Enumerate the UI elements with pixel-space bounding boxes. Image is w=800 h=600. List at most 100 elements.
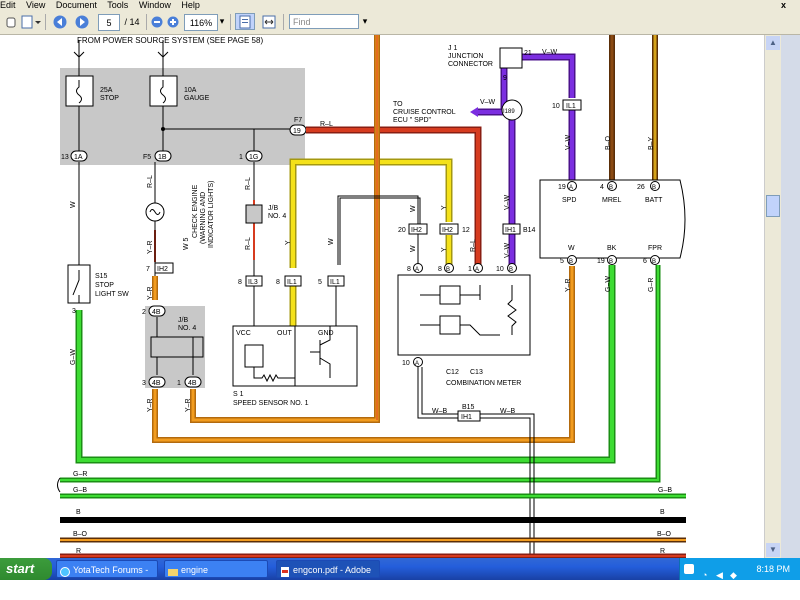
hand-tool-icon[interactable] [4,13,18,30]
page-number-input[interactable]: 5 [98,14,120,31]
connector-ih1-b15: IH1 [461,414,472,421]
ecu-batt: BATT [645,197,663,204]
wire-label-rl-il3: R–L [245,237,252,250]
scroll-down-icon[interactable]: ▼ [766,543,780,557]
pin-9: 9 [503,75,507,82]
wire-label-vw-2: V–W [480,99,496,106]
pin-10-meter: 10 [496,266,504,273]
wire-label-yr-bottom1: Y–R [147,398,154,412]
ecu-w: W [568,245,575,252]
volume-icon[interactable]: ◀ [716,570,723,580]
antivirus-icon[interactable]: ◆ [730,570,737,580]
select-tool-icon[interactable] [20,13,42,30]
power-source-note: FROM POWER SOURCE SYSTEM (SEE PAGE 58) [77,36,263,45]
pin-19-bottom: 19 [597,258,605,265]
fuse1-rating: 25A [100,87,113,94]
pin-1b: 1B [158,154,167,161]
svg-text:B: B [509,267,513,273]
task-engine-label: engine [181,565,209,575]
connector-f7-pin: 19 [293,128,301,135]
pin-10-top: 10 [552,103,560,110]
pin-8-il1: 8 [276,279,280,286]
menu-document[interactable]: Document [55,0,97,10]
find-input[interactable]: Find [289,14,359,29]
lamp-w5-id: W 5 [183,237,190,250]
svg-text:B: B [652,259,656,265]
fuse-block-area [60,68,305,165]
scroll-up-icon[interactable]: ▲ [766,36,780,50]
task-engine[interactable]: engine [164,560,268,578]
pin-6: 6 [643,258,647,265]
folder-icon [168,565,178,576]
find-dropdown-icon[interactable]: ▾ [362,16,368,26]
wire-label-yr-bottom2: Y–R [185,398,192,412]
task-engcon-pdf[interactable]: engcon.pdf - Adobe ... [276,560,380,593]
connector-ih2-b: IH2 [442,227,453,234]
vertical-scrollbar[interactable]: ▲ ▼ [764,35,781,558]
network-icon[interactable]: ◔ [702,570,708,580]
wire-label-w-meter: W [410,245,417,252]
clock[interactable]: 8:18 PM [756,564,790,574]
pin-3-switch: 3 [72,308,76,315]
menu-view[interactable]: View [26,0,46,10]
next-page-icon[interactable] [74,13,90,30]
pin-19-top: 19 [558,184,566,191]
menu-edit[interactable]: Edit [0,0,16,10]
fit-width-icon[interactable] [259,13,279,30]
label-c12: C12 [446,369,459,376]
ecu-pin-a: A [569,185,573,191]
wire-label-w-ih2: W [410,205,417,212]
lamp-w5-text: CHECK ENGINE [192,184,199,238]
wire-label-rl-meter: R–L [470,239,477,252]
menu-tools[interactable]: Tools [107,0,129,10]
task-yotatech[interactable]: YotaTech Forums - S... [56,560,158,593]
ecu-mrel: MREL [602,197,622,204]
pin-1-meter: 1 [468,266,472,273]
side-panel [781,35,800,558]
lamp-w5-text3: INDICATOR LIGHTS) [208,181,215,248]
zoom-in-icon[interactable] [166,13,180,30]
pin-5-ecu: 5 [560,258,564,265]
bus-label-r-right: R [660,548,665,555]
zoom-level-field[interactable]: 116% [184,14,218,31]
pin-4: 4 [600,184,604,191]
close-button[interactable]: x [780,0,786,10]
browser-icon [60,565,70,577]
wire-label-gr-ecu: G–R [648,278,655,292]
document-view: FROM POWER SOURCE SYSTEM (SEE PAGE 58) 2… [0,35,764,558]
pin-13: 13 [61,154,69,161]
sensor-gnd: GND [318,330,334,337]
start-button[interactable]: start [0,558,52,580]
pin-10-meter-bottom: 10 [402,360,410,367]
previous-page-icon[interactable] [52,13,68,30]
zoom-dropdown-icon[interactable]: ▾ [219,16,225,26]
menu-help[interactable]: Help [181,0,200,10]
wire-label-rl-jb: R–L [245,177,252,190]
ecu-fpr: FPR [648,245,662,252]
bus-label-b-left: B [76,509,81,516]
svg-text:B: B [609,259,613,265]
wire-label-gw-switch: G–W [70,349,77,365]
wire-label-w-stop: W [70,201,77,208]
connector-il1-top: IL1 [566,103,576,110]
connector-il3: IL3 [248,279,258,286]
speed-sensor-id: S 1 [233,391,244,398]
jb-label-lower: J/B [178,317,188,324]
switch-s15-id: S15 [95,273,108,280]
ecu-spd-label: ECU " SPD" [393,117,432,124]
wire-label-yr-ecu: Y–R [565,278,572,292]
cruise-control-label: CRUISE CONTROL [393,109,456,116]
f7-label: F7 [294,117,302,124]
wire-label-vw-1: V–W [542,49,558,56]
svg-text:B: B [569,259,573,265]
help-icon[interactable] [684,564,694,574]
scroll-thumb[interactable] [766,195,780,217]
menu-window[interactable]: Window [138,0,171,10]
bus-label-r-left: R [76,548,81,555]
zoom-out-icon[interactable] [150,13,164,30]
pin-1: 1 [239,154,243,161]
svg-text:B: B [609,185,613,191]
fit-page-icon[interactable] [235,13,255,30]
speed-sensor-name: SPEED SENSOR NO. 1 [233,400,309,407]
pin-4b-top: 4B [152,309,161,316]
